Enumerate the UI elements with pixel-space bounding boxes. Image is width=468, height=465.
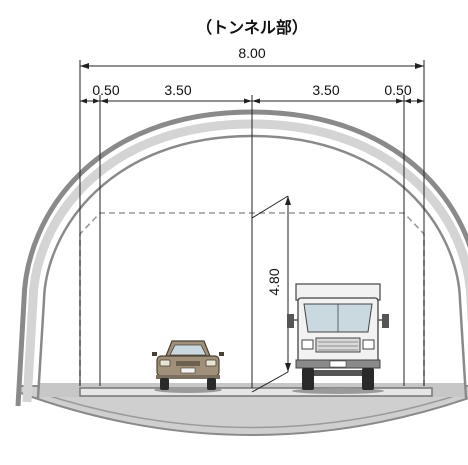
- dim-right-lane-label: 3.50: [312, 82, 339, 98]
- dim-right-shoulder-label: 0.50: [384, 82, 411, 98]
- invert-slab: [17, 385, 468, 436]
- road-slab: [79, 387, 433, 397]
- tunnel-structure: [15, 109, 468, 436]
- arrow-seg-b-right: [244, 98, 252, 104]
- arch-lining-fill: [22, 119, 468, 403]
- invert-inner-line: [39, 392, 465, 429]
- arrow-seg-a-left: [80, 98, 87, 104]
- dimension-arrowheads: [80, 63, 424, 372]
- dim-total-width-label: 8.00: [238, 45, 265, 61]
- arrow-seg-a-right: [93, 98, 100, 104]
- arrow-seg-c-right: [396, 98, 404, 104]
- arch-outer-lining: [15, 109, 468, 407]
- truck-icon: [287, 283, 389, 394]
- arrow-height-top: [285, 196, 291, 205]
- arrow-total-right: [415, 63, 424, 69]
- leader-height-top: [251, 195, 289, 219]
- dim-left-shoulder-label: 0.50: [92, 82, 119, 98]
- arrow-seg-d-left: [404, 98, 411, 104]
- passenger-car-icon: [152, 340, 224, 393]
- dim-clearance-height-label: 4.80: [266, 268, 282, 295]
- dim-left-lane-label: 3.50: [164, 82, 191, 98]
- arrow-total-left: [80, 63, 89, 69]
- dimension-lines: [79, 60, 425, 393]
- diagram-title: （トンネル部）: [196, 18, 308, 37]
- arrow-height-bottom: [285, 363, 291, 372]
- arrow-seg-c-left: [252, 98, 260, 104]
- arrow-seg-b-left: [100, 98, 108, 104]
- arrow-seg-d-right: [417, 98, 424, 104]
- leader-height-bottom: [251, 371, 289, 393]
